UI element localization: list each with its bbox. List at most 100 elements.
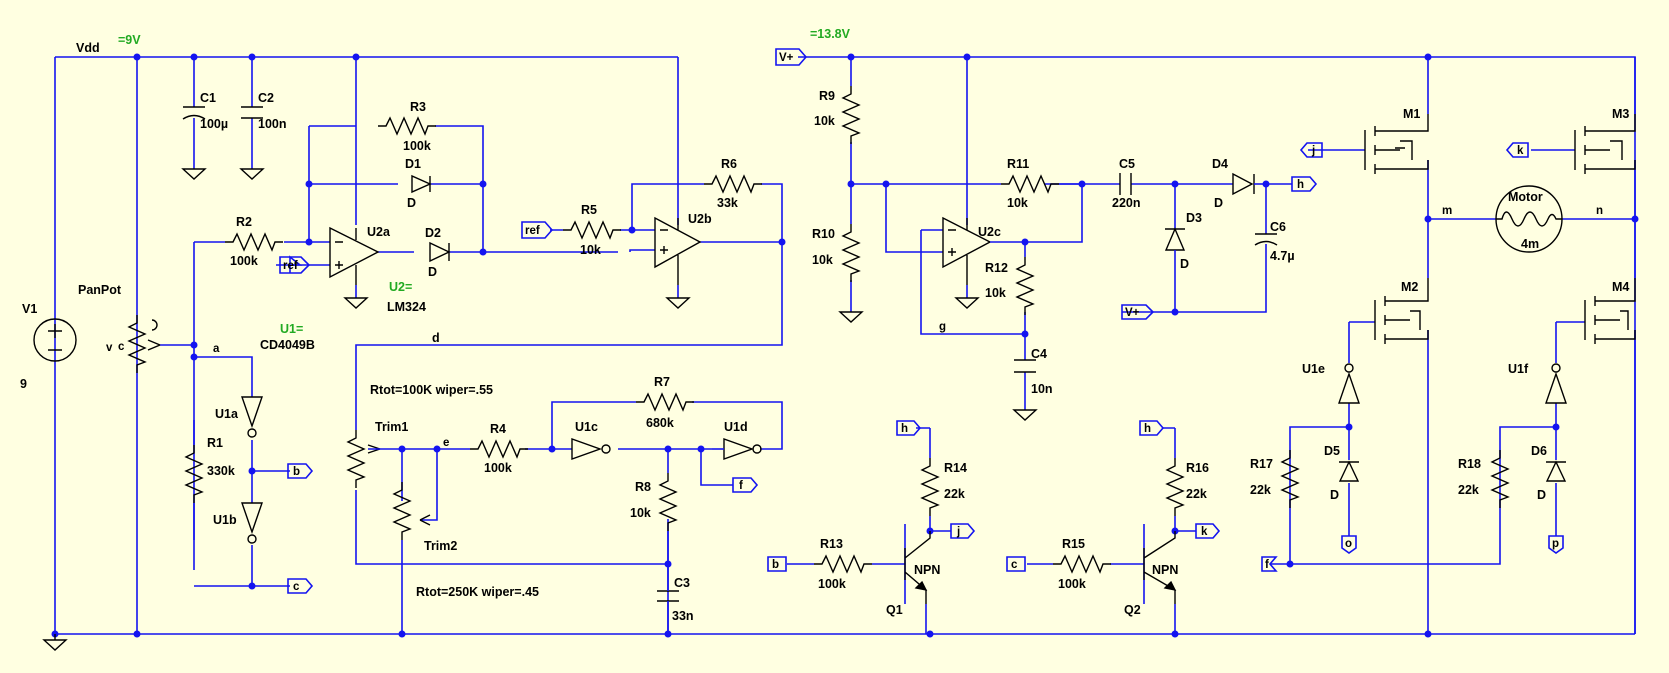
trim1-note: Rtot=100K wiper=.55 [370,383,493,397]
trim2-note: Rtot=250K wiper=.45 [416,585,539,599]
net-m: m [1442,205,1452,217]
port-j-1: j [1311,145,1315,157]
c4-capacitor [1014,359,1036,373]
u1a-name: U1a [215,407,239,421]
r8-name: R8 [635,480,651,494]
r10-value: 10k [812,253,833,267]
r4-value: 100k [484,461,512,475]
c4-name: C4 [1031,347,1047,361]
d6-diode [1545,460,1567,482]
m3-mosfet [1574,114,1636,174]
c2-capacitor [241,106,263,119]
port-ref-2: ref [525,225,540,237]
vdd-value: =9V [118,33,141,47]
u2a-name: U2a [367,225,391,239]
r5-resistor [562,221,622,239]
panpot-name: PanPot [78,283,122,297]
u2c-name: U2c [978,225,1001,239]
labels: Vdd =9V =13.8V V1 9 PanPot v c C1 100µ C… [20,27,1629,623]
r6-value: 33k [717,196,738,210]
q2-transistor [1143,531,1177,604]
d5-name: D5 [1324,444,1340,458]
net-e: e [443,437,449,449]
r13-value: 100k [818,577,846,591]
r10-resistor [842,223,860,283]
m2-name: M2 [1401,280,1418,294]
m2-mosfet [1374,278,1429,344]
r5-name: R5 [581,203,597,217]
port-j-2: j [956,526,960,538]
r18-resistor [1491,449,1509,509]
r4-resistor [469,440,529,458]
motor-value: 4m [1521,237,1539,251]
q1-type: NPN [914,563,940,577]
d6-value: D [1537,488,1546,502]
d3-diode [1164,227,1186,254]
port-vplus-1: V+ [779,52,794,64]
d5-diode [1338,460,1360,482]
q1-name: Q1 [886,603,903,617]
r10-name: R10 [812,227,835,241]
trim2-name: Trim2 [424,539,457,553]
r17-resistor [1281,449,1299,509]
u1b-name: U1b [213,513,237,527]
c5-name: C5 [1119,157,1135,171]
r11-value: 10k [1007,196,1028,210]
r16-name: R16 [1186,461,1209,475]
net-d: d [432,331,440,345]
r14-resistor [921,457,939,517]
r7-name: R7 [654,375,670,389]
port-p: p [1552,538,1559,550]
trim1-pot [347,429,402,489]
u1e-name: U1e [1302,362,1325,376]
d2-value: D [428,265,437,279]
r15-resistor [1052,555,1112,573]
u1c-name: U1c [575,420,598,434]
u1d-name: U1d [724,420,748,434]
r6-resistor [703,175,763,193]
m3-name: M3 [1612,107,1629,121]
r4-name: R4 [490,422,506,436]
vdd-label: Vdd [76,41,100,55]
c5-value: 220n [1112,196,1141,210]
m1-mosfet [1364,114,1429,174]
c2-value: 100n [258,117,287,131]
r1-resistor [185,420,203,540]
u2b-opamp [654,216,702,285]
motor [1495,185,1563,253]
port-h-3: h [1144,423,1151,435]
c1-capacitor [182,106,206,120]
r12-name: R12 [985,261,1008,275]
c1-name: C1 [200,91,216,105]
r9-resistor [842,85,860,145]
d4-value: D [1214,196,1223,210]
d1-name: D1 [405,157,421,171]
r1-value: 330k [207,464,235,478]
u1-part: CD4049B [260,338,315,352]
r16-resistor [1166,457,1184,517]
port-f-2: f [1265,559,1269,571]
u1f-inverter [1545,363,1567,404]
d4-diode [1232,172,1266,196]
r2-value: 100k [230,254,258,268]
port-o: o [1345,538,1352,550]
r18-value: 22k [1458,483,1479,497]
c3-capacitor [657,564,679,634]
q2-name: Q2 [1124,603,1141,617]
port-f-1: f [739,480,743,492]
r13-resistor [813,555,873,573]
c4-value: 10n [1031,382,1053,396]
r5-value: 10k [580,243,601,257]
r8-resistor [659,472,677,564]
net-g: g [939,321,946,333]
trim2-pot [393,481,431,541]
port-h-2: h [901,423,908,435]
r13-name: R13 [820,537,843,551]
port-c-1: c [293,581,300,593]
net-n: n [1596,205,1603,217]
r3-value: 100k [403,139,431,153]
r11-name: R11 [1007,157,1029,171]
d1-value: D [407,196,416,210]
vplus-value: =13.8V [810,27,851,41]
u1f-name: U1f [1508,362,1529,376]
